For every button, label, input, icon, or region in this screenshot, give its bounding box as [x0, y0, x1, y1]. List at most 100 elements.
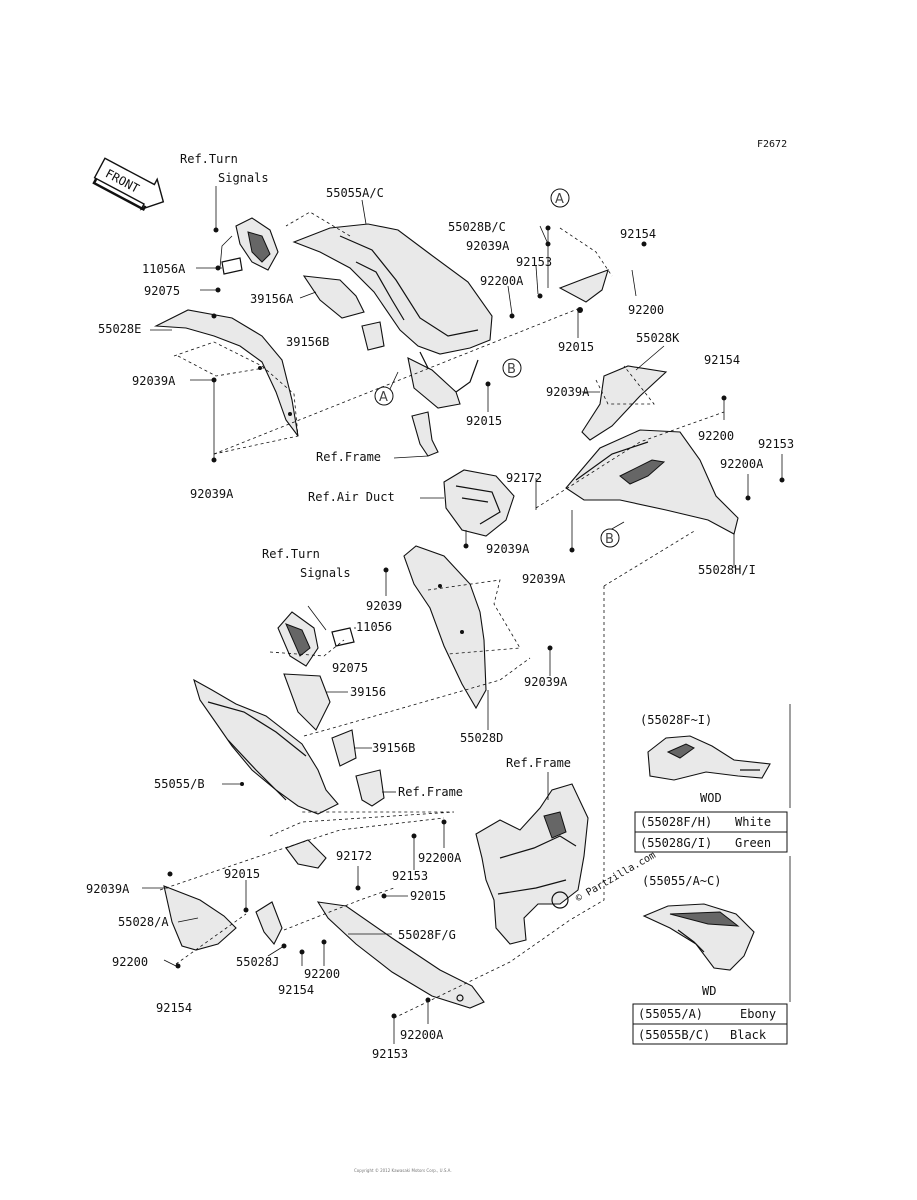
label-92015-lower: 92015 — [224, 867, 260, 881]
winglet-guide — [559, 227, 613, 277]
label-ref-turn-signals-top-2: Signals — [218, 171, 269, 185]
label-55028A: 55028/A — [118, 915, 169, 929]
label-92154-right: 92154 — [704, 353, 740, 367]
callout-b-top: B — [502, 358, 522, 378]
label-ref-turn-signals-mid-1: Ref.Turn — [262, 547, 320, 561]
legend-wod-row-2-color: Green — [735, 836, 771, 850]
svg-text:B: B — [507, 362, 516, 377]
label-92039A-bottom-left: 92039A — [190, 487, 234, 501]
legend-wd-part-icon — [642, 903, 755, 971]
frame-bracket-upper — [411, 411, 439, 457]
label-ref-turn-signals-top-1: Ref.Turn — [180, 152, 238, 166]
piece-55028J — [255, 901, 283, 945]
hardware-fasteners — [167, 225, 785, 1019]
legend-wod-heading: (55028F~I) — [640, 713, 712, 727]
label-55055AC: 55055A/C — [326, 186, 384, 200]
label-92200-right: 92200 — [698, 429, 734, 443]
bracket-55028K — [581, 365, 668, 441]
label-92075-mid: 92075 — [332, 661, 368, 675]
callout-a-left: A — [374, 371, 399, 406]
label-ref-turn-signals-mid-2: Signals — [300, 566, 351, 580]
label-92200-top: 92200 — [628, 303, 664, 317]
label-55028D: 55028D — [460, 731, 503, 745]
pad-39156B-upper — [361, 321, 385, 351]
legend-wod-row-1-color: White — [735, 815, 771, 829]
legend-wod-row-2-part: (55028G/I) — [640, 836, 712, 850]
legend-wod-row-2-box — [634, 831, 788, 853]
label-92200A-lowest: 92200A — [400, 1028, 444, 1042]
label-55028BC: 55028B/C — [448, 220, 506, 234]
label-92039A-lower: 92039A — [86, 882, 130, 896]
pad-39156B-lower — [331, 729, 357, 767]
side-fairing-55028D — [403, 545, 487, 710]
label-55055B: 55055/B — [154, 777, 205, 791]
label-92154-lower: 92154 — [278, 983, 314, 997]
label-92153-right: 92153 — [758, 437, 794, 451]
label-92172-top: 92172 — [506, 471, 542, 485]
legend-wod-row-1-part: (55028F/H) — [640, 815, 712, 829]
svg-text:B: B — [605, 532, 614, 547]
legend-wod-code: WOD — [700, 791, 722, 805]
label-92153-mid: 92153 — [392, 869, 428, 883]
callout-a-top: A — [550, 188, 570, 208]
side-panel-55028HI — [565, 429, 739, 535]
frame-structure — [475, 783, 589, 945]
label-92200A-top: 92200A — [480, 274, 524, 288]
turn-signal-upper — [219, 217, 279, 275]
part-labels: Ref.Turn Signals 55055A/C 11056A 92075 3… — [86, 152, 794, 1061]
winglet-55028BC — [558, 269, 609, 303]
label-92039A-left: 92039A — [132, 374, 176, 388]
label-11056A: 11056A — [142, 262, 186, 276]
pad-39156 — [283, 673, 331, 731]
label-39156: 39156 — [350, 685, 386, 699]
label-92039A-center2: 92039A — [522, 572, 566, 586]
label-92153-top: 92153 — [516, 255, 552, 269]
label-92039A-right: 92039A — [546, 385, 590, 399]
label-92039: 92039 — [366, 599, 402, 613]
inner-piece — [285, 839, 327, 869]
label-ref-air-duct: Ref.Air Duct — [308, 490, 395, 504]
label-11056: 11056 — [356, 620, 392, 634]
label-92200A-bottom: 92200A — [418, 851, 462, 865]
legend-wd-row-2-box — [632, 1023, 788, 1045]
inner-panel-55028E — [153, 309, 299, 437]
legend-wod-part-icon — [647, 735, 771, 781]
label-55028FG: 55028F/G — [398, 928, 456, 942]
label-55028HI: 55028H/I — [698, 563, 756, 577]
label-92154-top: 92154 — [620, 227, 656, 241]
legend-wd-code: WD — [702, 984, 716, 998]
label-55028E: 55028E — [98, 322, 141, 336]
lower-cowl-55055B — [193, 678, 339, 815]
label-92200A-right: 92200A — [720, 457, 764, 471]
lower-panel-55028FG — [316, 901, 485, 1009]
label-92015-lower2: 92015 — [410, 889, 446, 903]
label-39156B-mid: 39156B — [372, 741, 415, 755]
legend-wd-row-2-part: (55055B/C) — [638, 1028, 710, 1042]
label-92075-top: 92075 — [144, 284, 180, 298]
turn-signal-lower — [277, 611, 355, 667]
label-ref-frame-top: Ref.Frame — [316, 450, 381, 464]
label-92015-mid: 92015 — [466, 414, 502, 428]
svg-text:A: A — [379, 390, 388, 405]
label-92172-bottom: 92172 — [336, 849, 372, 863]
frame-bracket-mid — [355, 769, 385, 807]
assembly-dashed-lines — [159, 211, 725, 1019]
label-92200-lower2: 92200 — [304, 967, 340, 981]
svg-text:A: A — [555, 192, 564, 207]
label-92154-bottom: 92154 — [156, 1001, 192, 1015]
pad-39156A — [302, 275, 365, 319]
air-duct — [443, 469, 515, 537]
label-92039A-top: 92039A — [466, 239, 510, 253]
label-55028J: 55028J — [236, 955, 279, 969]
legend-wd-heading: (55055/A~C) — [642, 874, 721, 888]
legend-wd-row-1-color: Ebony — [740, 1007, 776, 1021]
label-55028K: 55028K — [636, 331, 680, 345]
belly-panel-55028A — [163, 885, 237, 951]
callout-b-right: B — [600, 528, 620, 548]
label-39156B-top: 39156B — [286, 335, 329, 349]
label-ref-frame-mid: Ref.Frame — [398, 785, 463, 799]
label-ref-frame-bottom: Ref.Frame — [506, 756, 571, 770]
label-92039A-center3: 92039A — [524, 675, 568, 689]
